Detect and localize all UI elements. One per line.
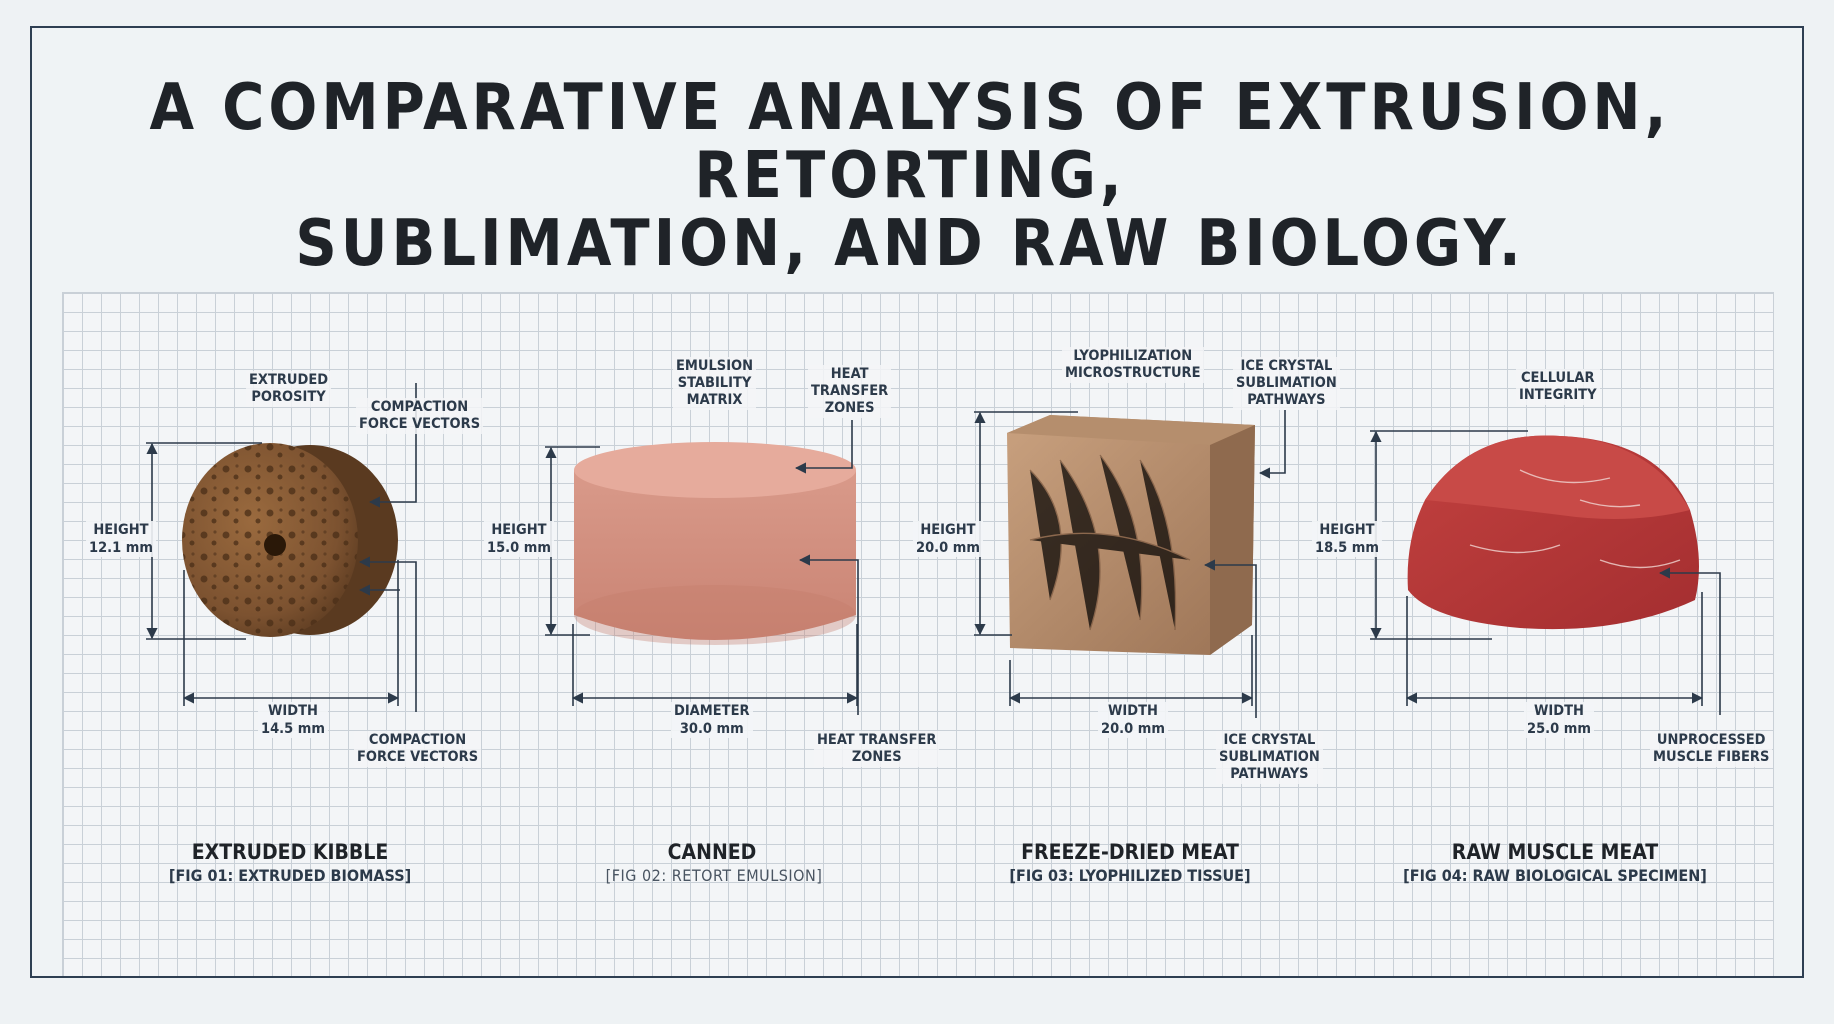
callout-compaction-force-vectors-top: COMPACTION FORCE VECTORS	[356, 398, 484, 434]
kibble-height-label: HEIGHT 12.1 mm	[86, 521, 156, 557]
canned-diameter-label: DIAMETER 30.0 mm	[671, 702, 753, 738]
specimen-title-canned: CANNED	[667, 840, 757, 864]
specimen-title-freeze-dried: FREEZE-DRIED MEAT	[1021, 840, 1239, 864]
callout-extruded-porosity: EXTRUDED POROSITY	[246, 371, 332, 407]
callout-lyophilization-microstructure: LYOPHILIZATION MICROSTRUCTURE	[1062, 347, 1204, 383]
specimen-title-raw-meat: RAW MUSCLE MEAT	[1451, 840, 1659, 864]
callout-ice-crystal-sublimation-top: ICE CRYSTAL SUBLIMATION PATHWAYS	[1233, 357, 1340, 410]
callout-heat-transfer-zones-bottom: HEAT TRANSFER ZONES	[814, 731, 940, 767]
canned-height-label: HEIGHT 15.0 mm	[484, 521, 554, 557]
callout-unprocessed-muscle-fibers: UNPROCESSED MUSCLE FIBERS	[1650, 731, 1773, 767]
fig-caption-raw-meat: [FIG 04: RAW BIOLOGICAL SPECIMEN]	[1403, 866, 1707, 885]
kibble-image	[182, 443, 398, 637]
raw-meat-image	[1407, 435, 1699, 630]
freeze-dried-height-label: HEIGHT 20.0 mm	[913, 521, 983, 557]
freeze-dried-image	[1007, 415, 1255, 655]
title-line-2: SUBLIMATION, AND RAW BIOLOGY.	[295, 207, 1525, 281]
specimen-title-kibble: EXTRUDED KIBBLE	[191, 840, 389, 864]
raw-meat-width-label: WIDTH 25.0 mm	[1524, 702, 1594, 738]
graph-paper-grid	[62, 292, 1774, 976]
page-title: A COMPARATIVE ANALYSIS OF EXTRUSION, RET…	[80, 74, 1740, 278]
fig-caption-canned: [FIG 02: RETORT EMULSION]	[605, 866, 823, 885]
raw-meat-height-label: HEIGHT 18.5 mm	[1312, 521, 1382, 557]
callout-heat-transfer-zones-top: HEAT TRANSFER ZONES	[808, 365, 892, 418]
freeze-dried-width-label: WIDTH 20.0 mm	[1098, 702, 1168, 738]
callout-ice-crystal-sublimation-bottom: ICE CRYSTAL SUBLIMATION PATHWAYS	[1216, 731, 1323, 784]
callout-compaction-force-vectors-bottom: COMPACTION FORCE VECTORS	[354, 731, 482, 767]
callout-emulsion-stability-matrix: EMULSION STABILITY MATRIX	[673, 357, 757, 410]
fig-caption-kibble: [FIG 01: EXTRUDED BIOMASS]	[168, 866, 412, 885]
callout-cellular-integrity: CELLULAR INTEGRITY	[1516, 369, 1600, 405]
kibble-width-label: WIDTH 14.5 mm	[258, 702, 328, 738]
fig-caption-freeze-dried: [FIG 03: LYOPHILIZED TISSUE]	[1009, 866, 1251, 885]
title-line-1: A COMPARATIVE ANALYSIS OF EXTRUSION, RET…	[149, 71, 1671, 213]
canned-image	[574, 442, 856, 645]
